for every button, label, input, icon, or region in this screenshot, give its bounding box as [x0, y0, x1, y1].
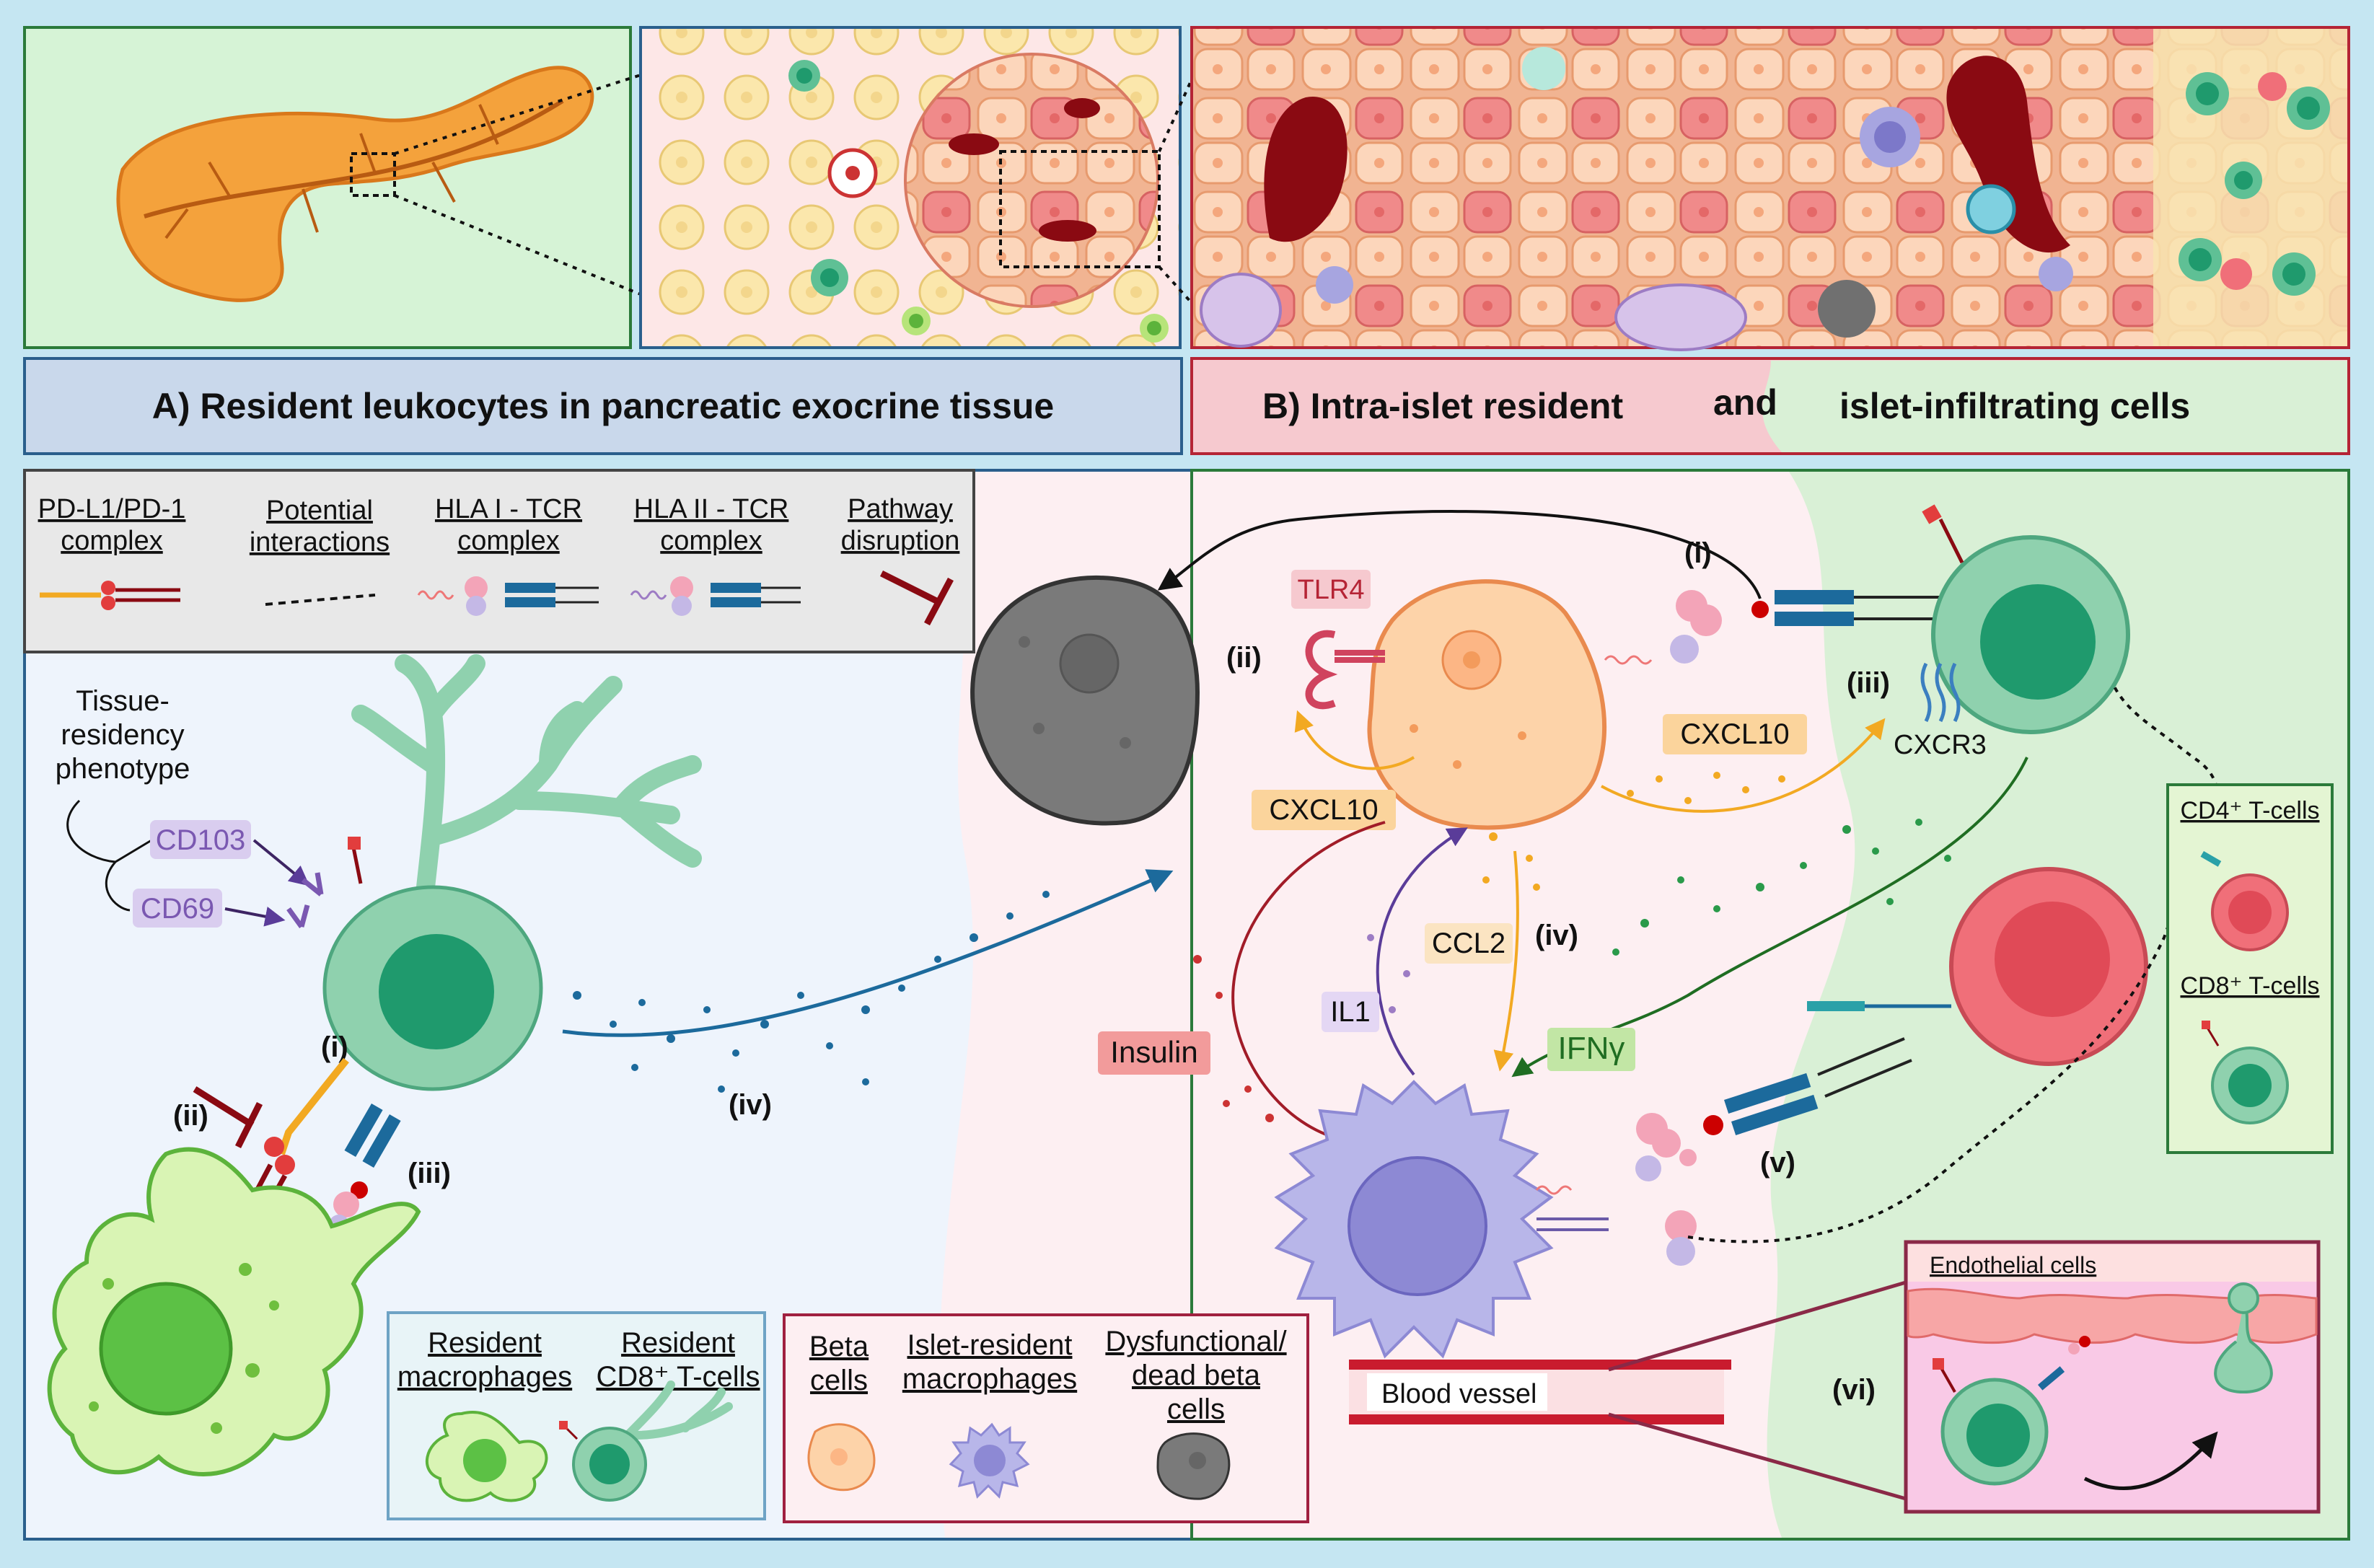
dead-legend-l1: Dysfunctional/: [1105, 1326, 1287, 1357]
tissue-residency-l3: phenotype: [56, 753, 190, 785]
hla1-tcr-icon: [417, 576, 599, 616]
pancreas-panel: [23, 26, 641, 349]
resident-cd8-mini: [559, 1380, 733, 1502]
header-b-text-and: and: [1713, 382, 1777, 423]
legend-box: PD-L1/PD-1 complex Potential interaction…: [23, 469, 975, 653]
resident-macrophage: [47, 1147, 421, 1476]
cxcl10-right-label: CXCL10: [1680, 718, 1789, 750]
legend-hla2-l1: HLA II - TCR: [634, 494, 789, 524]
header-b: B) Intra-islet resident and islet-infilt…: [1190, 357, 2350, 455]
left-exocrine-scene: Tissue- residency phenotype CD103 CD69 (…: [47, 654, 1174, 1476]
legend-potential-l1: Potential: [266, 495, 373, 526]
cxcr3-label: CXCR3: [1894, 730, 1987, 760]
right-v-label: (v): [1760, 1147, 1795, 1179]
beta-legend-l1: Beta: [809, 1331, 869, 1362]
ifng-label: IFNγ: [1558, 1031, 1625, 1066]
islet-macro-legend-l1: Islet-resident: [907, 1329, 1073, 1361]
resident-macrophages-l1: Resident: [428, 1327, 542, 1359]
tlr4-receptor-icon: [1305, 630, 1385, 710]
resident-cd8-tcell: [286, 654, 702, 1091]
resident-cd8-l1: Resident: [621, 1327, 735, 1359]
right-iv-label: (iv): [1535, 920, 1578, 951]
left-i-label: (i): [321, 1031, 348, 1063]
resident-cd8-l2: CD8⁺ T-cells: [596, 1361, 760, 1393]
header-a-text: A) Resident leukocytes in pancreatic exo…: [152, 386, 1054, 426]
left-iv-label: (iv): [729, 1089, 772, 1121]
tcell-legend: CD4⁺ T-cells CD8⁺ T-cells: [2166, 783, 2334, 1154]
tlr4-label: TLR4: [1298, 575, 1365, 605]
right-ii-label: (ii): [1226, 642, 1262, 674]
right-iii-label: (iii): [1847, 667, 1890, 699]
endothelial-label: Endothelial cells: [1930, 1252, 2096, 1278]
left-ii-label: (ii): [173, 1100, 208, 1132]
pancreas-organ: [116, 66, 594, 302]
legend-hla2-l2: complex: [660, 526, 762, 556]
right-islet-scene: TLR4 (ii) CXCL10 (i) (iii) CXCR3 CXCL1: [970, 504, 2334, 1514]
potential-interaction-icon: [265, 594, 376, 606]
cd4-tcell: [1807, 867, 2148, 1066]
capillary: [1264, 96, 1348, 242]
right-vi-label: (vi): [1832, 1374, 1876, 1406]
dead-legend-l3: cells: [1167, 1393, 1225, 1425]
header-a: A) Resident leukocytes in pancreatic exo…: [23, 357, 1183, 455]
cd103-label: CD103: [156, 824, 246, 856]
beta-cell: [1367, 579, 1607, 830]
left-iii-label: (iii): [408, 1158, 451, 1189]
dead-legend-l2: dead beta: [1132, 1360, 1261, 1391]
header-b-text-right: islet-infiltrating cells: [1839, 386, 2190, 426]
right-i-label: (i): [1684, 537, 1712, 569]
header-b-text-left: B) Intra-islet resident: [1262, 386, 1623, 426]
hla2-tcr-icon: [630, 576, 801, 616]
cd69-label: CD69: [141, 893, 214, 925]
dead-beta-cell: [970, 575, 1200, 826]
tissue-residency-l2: residency: [61, 719, 184, 751]
tissue-residency-l1: Tissue-: [76, 685, 170, 717]
ccl2-label: CCL2: [1432, 928, 1505, 959]
islet-closeup-panel: [1190, 26, 2350, 351]
cd8-legend-label: CD8⁺ T-cells: [2180, 972, 2319, 1000]
islet-cluster: [904, 53, 1159, 308]
legend-hla1-l2: complex: [457, 526, 560, 556]
legend-potential-l2: interactions: [250, 527, 390, 558]
legend-pathway-l2: disruption: [841, 526, 960, 556]
legend-pdl1-l1: PD-L1/PD-1: [38, 494, 186, 524]
beta-legend-l2: cells: [810, 1365, 868, 1396]
insulin-label: Insulin: [1110, 1035, 1197, 1069]
il1-label: IL1: [1330, 996, 1371, 1028]
cd8-tcell-top: [1920, 504, 2130, 734]
legend-islet-cells: Beta cells Islet-resident macrophages Dy…: [783, 1313, 1309, 1523]
blood-vessel: Blood vessel: [1349, 1360, 1731, 1424]
pdl1-complex-icon: [40, 581, 180, 610]
islet-resident-macrophage: [1274, 1080, 1554, 1359]
legend-hla1-l1: HLA I - TCR: [435, 494, 582, 524]
endothelial-inset: Endothelial cells: [1904, 1240, 2321, 1514]
pathway-disruption-icon: [879, 570, 954, 626]
legend-pathway-l1: Pathway: [848, 494, 953, 524]
blood-vessel-label: Blood vessel: [1381, 1379, 1536, 1409]
islet-macro-legend-l2: macrophages: [902, 1363, 1077, 1395]
exocrine-tissue-panel: [639, 26, 1193, 349]
resident-macrophages-l2: macrophages: [397, 1361, 572, 1393]
secretion-dots-iv: [573, 891, 1050, 1093]
cxcl10-left-label: CXCL10: [1269, 794, 1378, 826]
cd4-legend-label: CD4⁺ T-cells: [2180, 797, 2319, 824]
legend-resident-cells: Resident macrophages Resident CD8⁺ T-cel…: [387, 1311, 766, 1520]
legend-pdl1-l2: complex: [61, 526, 163, 556]
